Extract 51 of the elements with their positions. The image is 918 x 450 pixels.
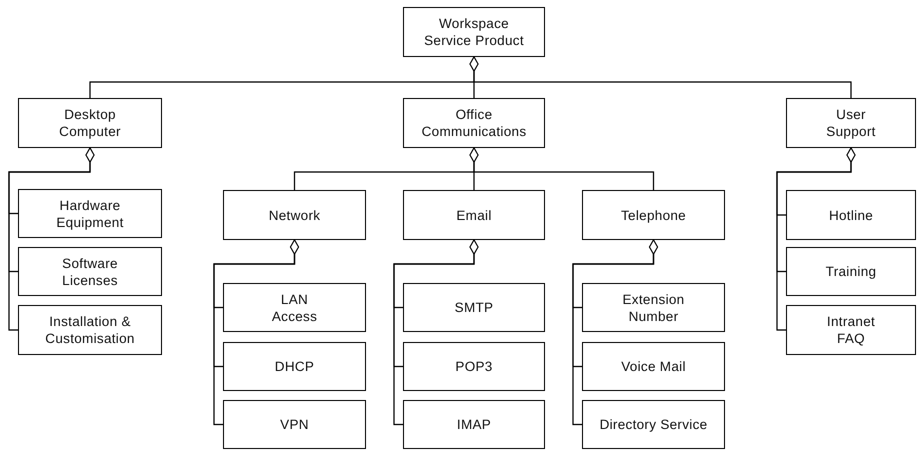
component-label: Intranet FAQ xyxy=(826,313,876,347)
component-label: Office Communications xyxy=(420,106,528,140)
aggregation-connector xyxy=(470,148,654,190)
component-box xyxy=(403,190,545,240)
component-label: IMAP xyxy=(456,416,492,433)
component-box xyxy=(786,305,916,355)
component-box xyxy=(582,190,725,240)
component-box xyxy=(223,190,366,240)
component-label: Voice Mail xyxy=(621,358,686,375)
component-label: Hotline xyxy=(828,206,874,224)
component-box xyxy=(582,342,725,391)
aggregation-connector xyxy=(213,240,299,426)
component-box xyxy=(786,247,916,296)
component-box xyxy=(403,98,545,148)
component-box xyxy=(403,400,545,449)
component-label: Extension Number xyxy=(622,290,686,324)
aggregation-connector xyxy=(572,240,658,426)
component-label: Hardware Equipment xyxy=(55,196,125,230)
component-label: Telephone xyxy=(620,206,686,224)
component-box xyxy=(582,283,725,332)
component-label: LAN Access xyxy=(270,290,318,324)
component-box xyxy=(18,305,162,355)
component-label: VPN xyxy=(280,416,309,433)
component-box xyxy=(18,189,162,238)
component-label: Software Licenses xyxy=(61,254,119,288)
component-box xyxy=(18,247,162,296)
component-box xyxy=(403,7,545,57)
component-label: Email xyxy=(456,206,492,224)
aggregation-connector xyxy=(470,56,852,98)
component-label: Installation & Customisation xyxy=(44,313,136,347)
component-label: POP3 xyxy=(455,358,493,375)
component-box xyxy=(223,283,366,332)
component-label: Training xyxy=(826,263,876,280)
component-label: Network xyxy=(268,206,320,224)
component-box xyxy=(582,400,725,449)
component-box xyxy=(18,98,162,148)
component-box xyxy=(403,283,545,332)
component-box xyxy=(223,400,366,449)
aggregation-connector xyxy=(776,148,856,331)
aggregation-connector xyxy=(8,148,94,331)
component-label: User Support xyxy=(825,106,877,140)
component-label: DHCP xyxy=(274,358,314,375)
component-box xyxy=(786,190,916,240)
component-box xyxy=(403,342,545,391)
component-label: Workspace Service Product xyxy=(423,15,525,49)
component-box xyxy=(223,342,366,391)
component-label: Directory Service xyxy=(600,416,708,433)
component-label: SMTP xyxy=(454,299,494,316)
aggregation-connector xyxy=(393,240,478,426)
component-box xyxy=(786,98,916,148)
component-label: Desktop Computer xyxy=(58,106,122,140)
